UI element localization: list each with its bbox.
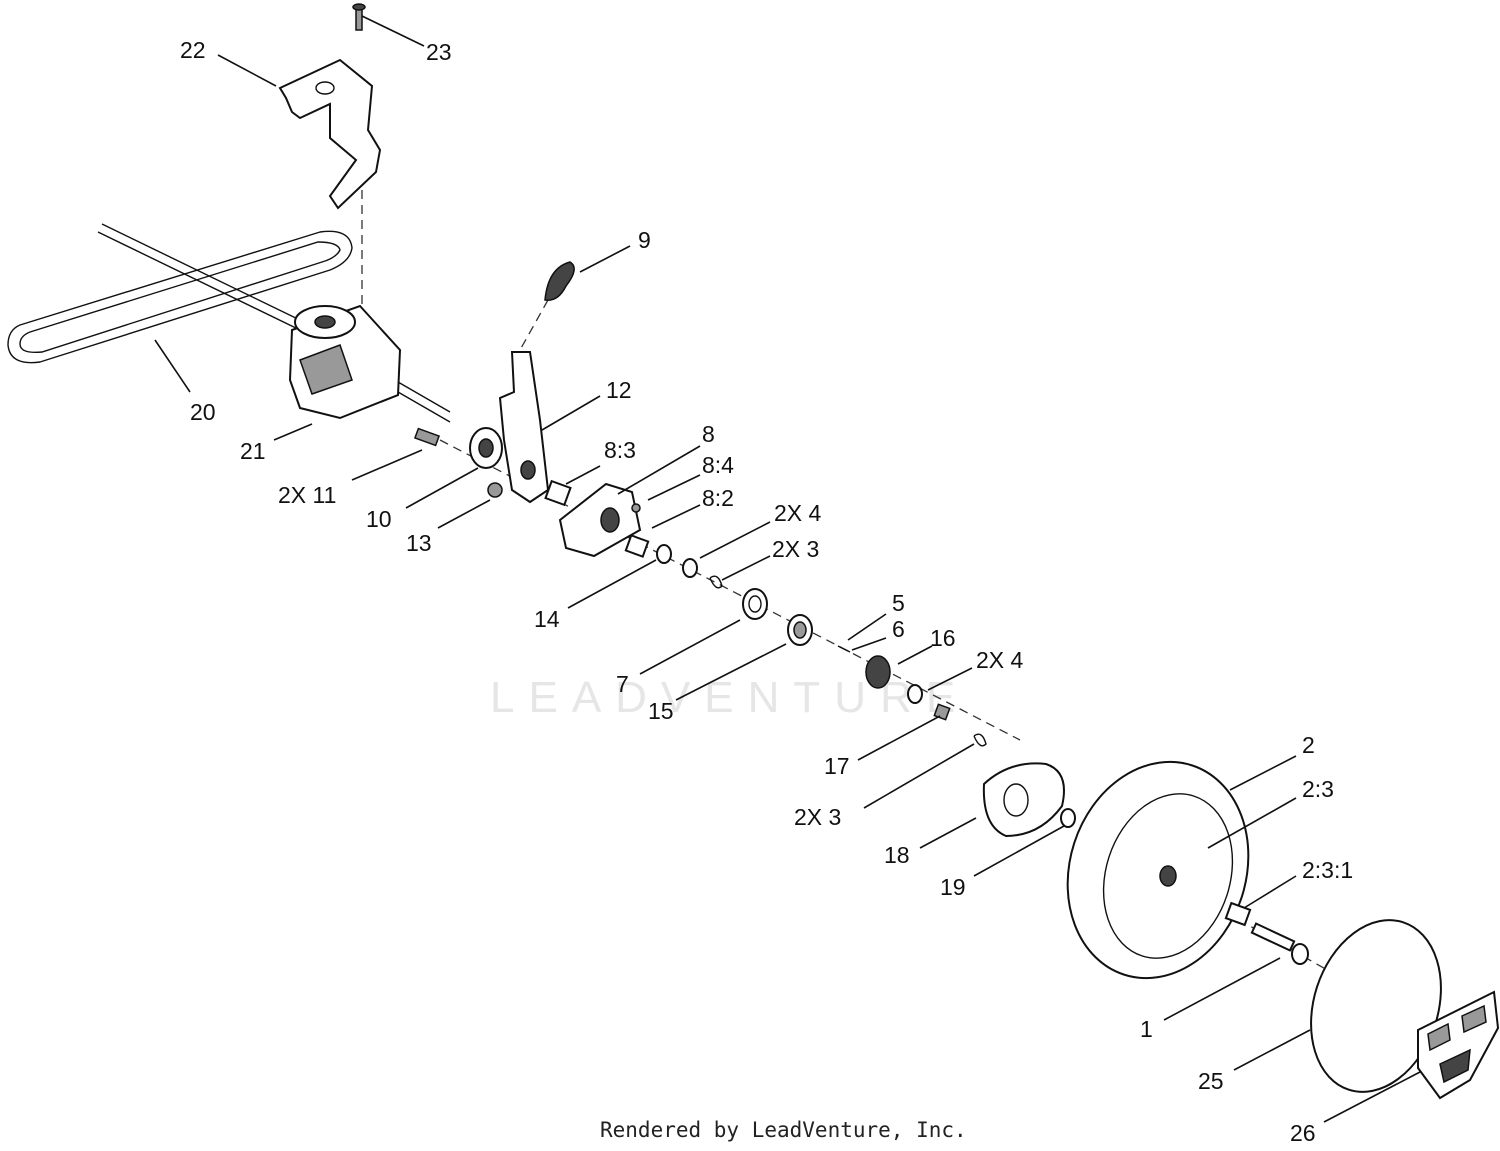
callout-1: 1 (1140, 1016, 1153, 1042)
callout-20: 20 (190, 399, 216, 425)
part-9-grip (544, 261, 575, 301)
part-12-lever (498, 351, 550, 504)
part-10-bushing (469, 427, 503, 469)
part-7-washer (742, 588, 768, 620)
callout-12: 12 (606, 377, 632, 403)
part-16-pinion (865, 655, 891, 689)
part-21-transmission (288, 304, 451, 423)
part-20-belt (7, 223, 353, 364)
callout-23: 23 (426, 39, 452, 65)
leader-lines (154, 15, 1421, 1123)
assembly-axis-grip (519, 299, 549, 351)
callout-14: 14 (534, 606, 560, 632)
part-3-clip-upper (709, 575, 723, 589)
callout-2x-3-lower: 2X 3 (794, 804, 841, 830)
callout-2x-4-upper: 2X 4 (774, 500, 822, 526)
callout-2: 2 (1302, 732, 1315, 758)
callout-8: 8 (702, 421, 715, 447)
callout-16: 16 (930, 625, 956, 651)
callout-labels: 22 23 9 12 20 21 2X 11 10 13 8:3 8 8:4 8… (180, 37, 1353, 1146)
part-2-wheel (1066, 760, 1250, 980)
part-8-4-fitting (631, 503, 641, 513)
part-8-pivot-bracket (558, 482, 642, 558)
callout-17: 17 (824, 753, 850, 779)
callout-7: 7 (616, 671, 629, 697)
callout-13: 13 (406, 530, 432, 556)
callout-2x-11: 2X 11 (278, 482, 336, 508)
part-2-3-1-bushing (1224, 901, 1252, 927)
part-1-bolt (1250, 922, 1309, 965)
callout-22: 22 (180, 37, 206, 63)
callout-2-3: 2:3 (1302, 776, 1334, 802)
watermark: LEADVENTURE (490, 673, 969, 722)
part-4-washer-upper (656, 544, 698, 578)
callout-25: 25 (1198, 1068, 1224, 1094)
callout-18: 18 (884, 842, 910, 868)
callout-5: 5 (892, 590, 905, 616)
part-23-screw (352, 3, 366, 31)
callout-8-4: 8:4 (702, 452, 734, 478)
callout-2x-4-lower: 2X 4 (976, 647, 1024, 673)
part-3-clip-lower (973, 733, 987, 747)
callout-26: 26 (1290, 1120, 1316, 1146)
part-18-gear-cover (982, 762, 1065, 838)
part-6-pin (837, 645, 851, 653)
part-11-bolt (413, 427, 441, 447)
callout-21: 21 (240, 438, 266, 464)
callout-2x-3-upper: 2X 3 (772, 536, 819, 562)
part-17-bushing (933, 703, 951, 721)
part-19-washer (1060, 808, 1076, 828)
part-15-ratchet (787, 614, 813, 646)
callout-6: 6 (892, 616, 905, 642)
callout-2-3-1: 2:3:1 (1302, 857, 1353, 883)
part-13-nut (487, 482, 503, 498)
callout-10: 10 (366, 506, 392, 532)
callout-8-2: 8:2 (702, 485, 734, 511)
callout-19: 19 (940, 874, 966, 900)
part-22-bracket (278, 58, 382, 210)
part-4-washer-lower (907, 684, 923, 704)
part-26-decal (1417, 990, 1500, 1100)
part-8-2-bushing (624, 534, 650, 558)
callout-15: 15 (648, 698, 674, 724)
callout-8-3: 8:3 (604, 437, 636, 463)
part-8-3-bushing (544, 479, 572, 507)
callout-9: 9 (638, 227, 651, 253)
footer-credit: Rendered by LeadVenture, Inc. (600, 1118, 967, 1142)
